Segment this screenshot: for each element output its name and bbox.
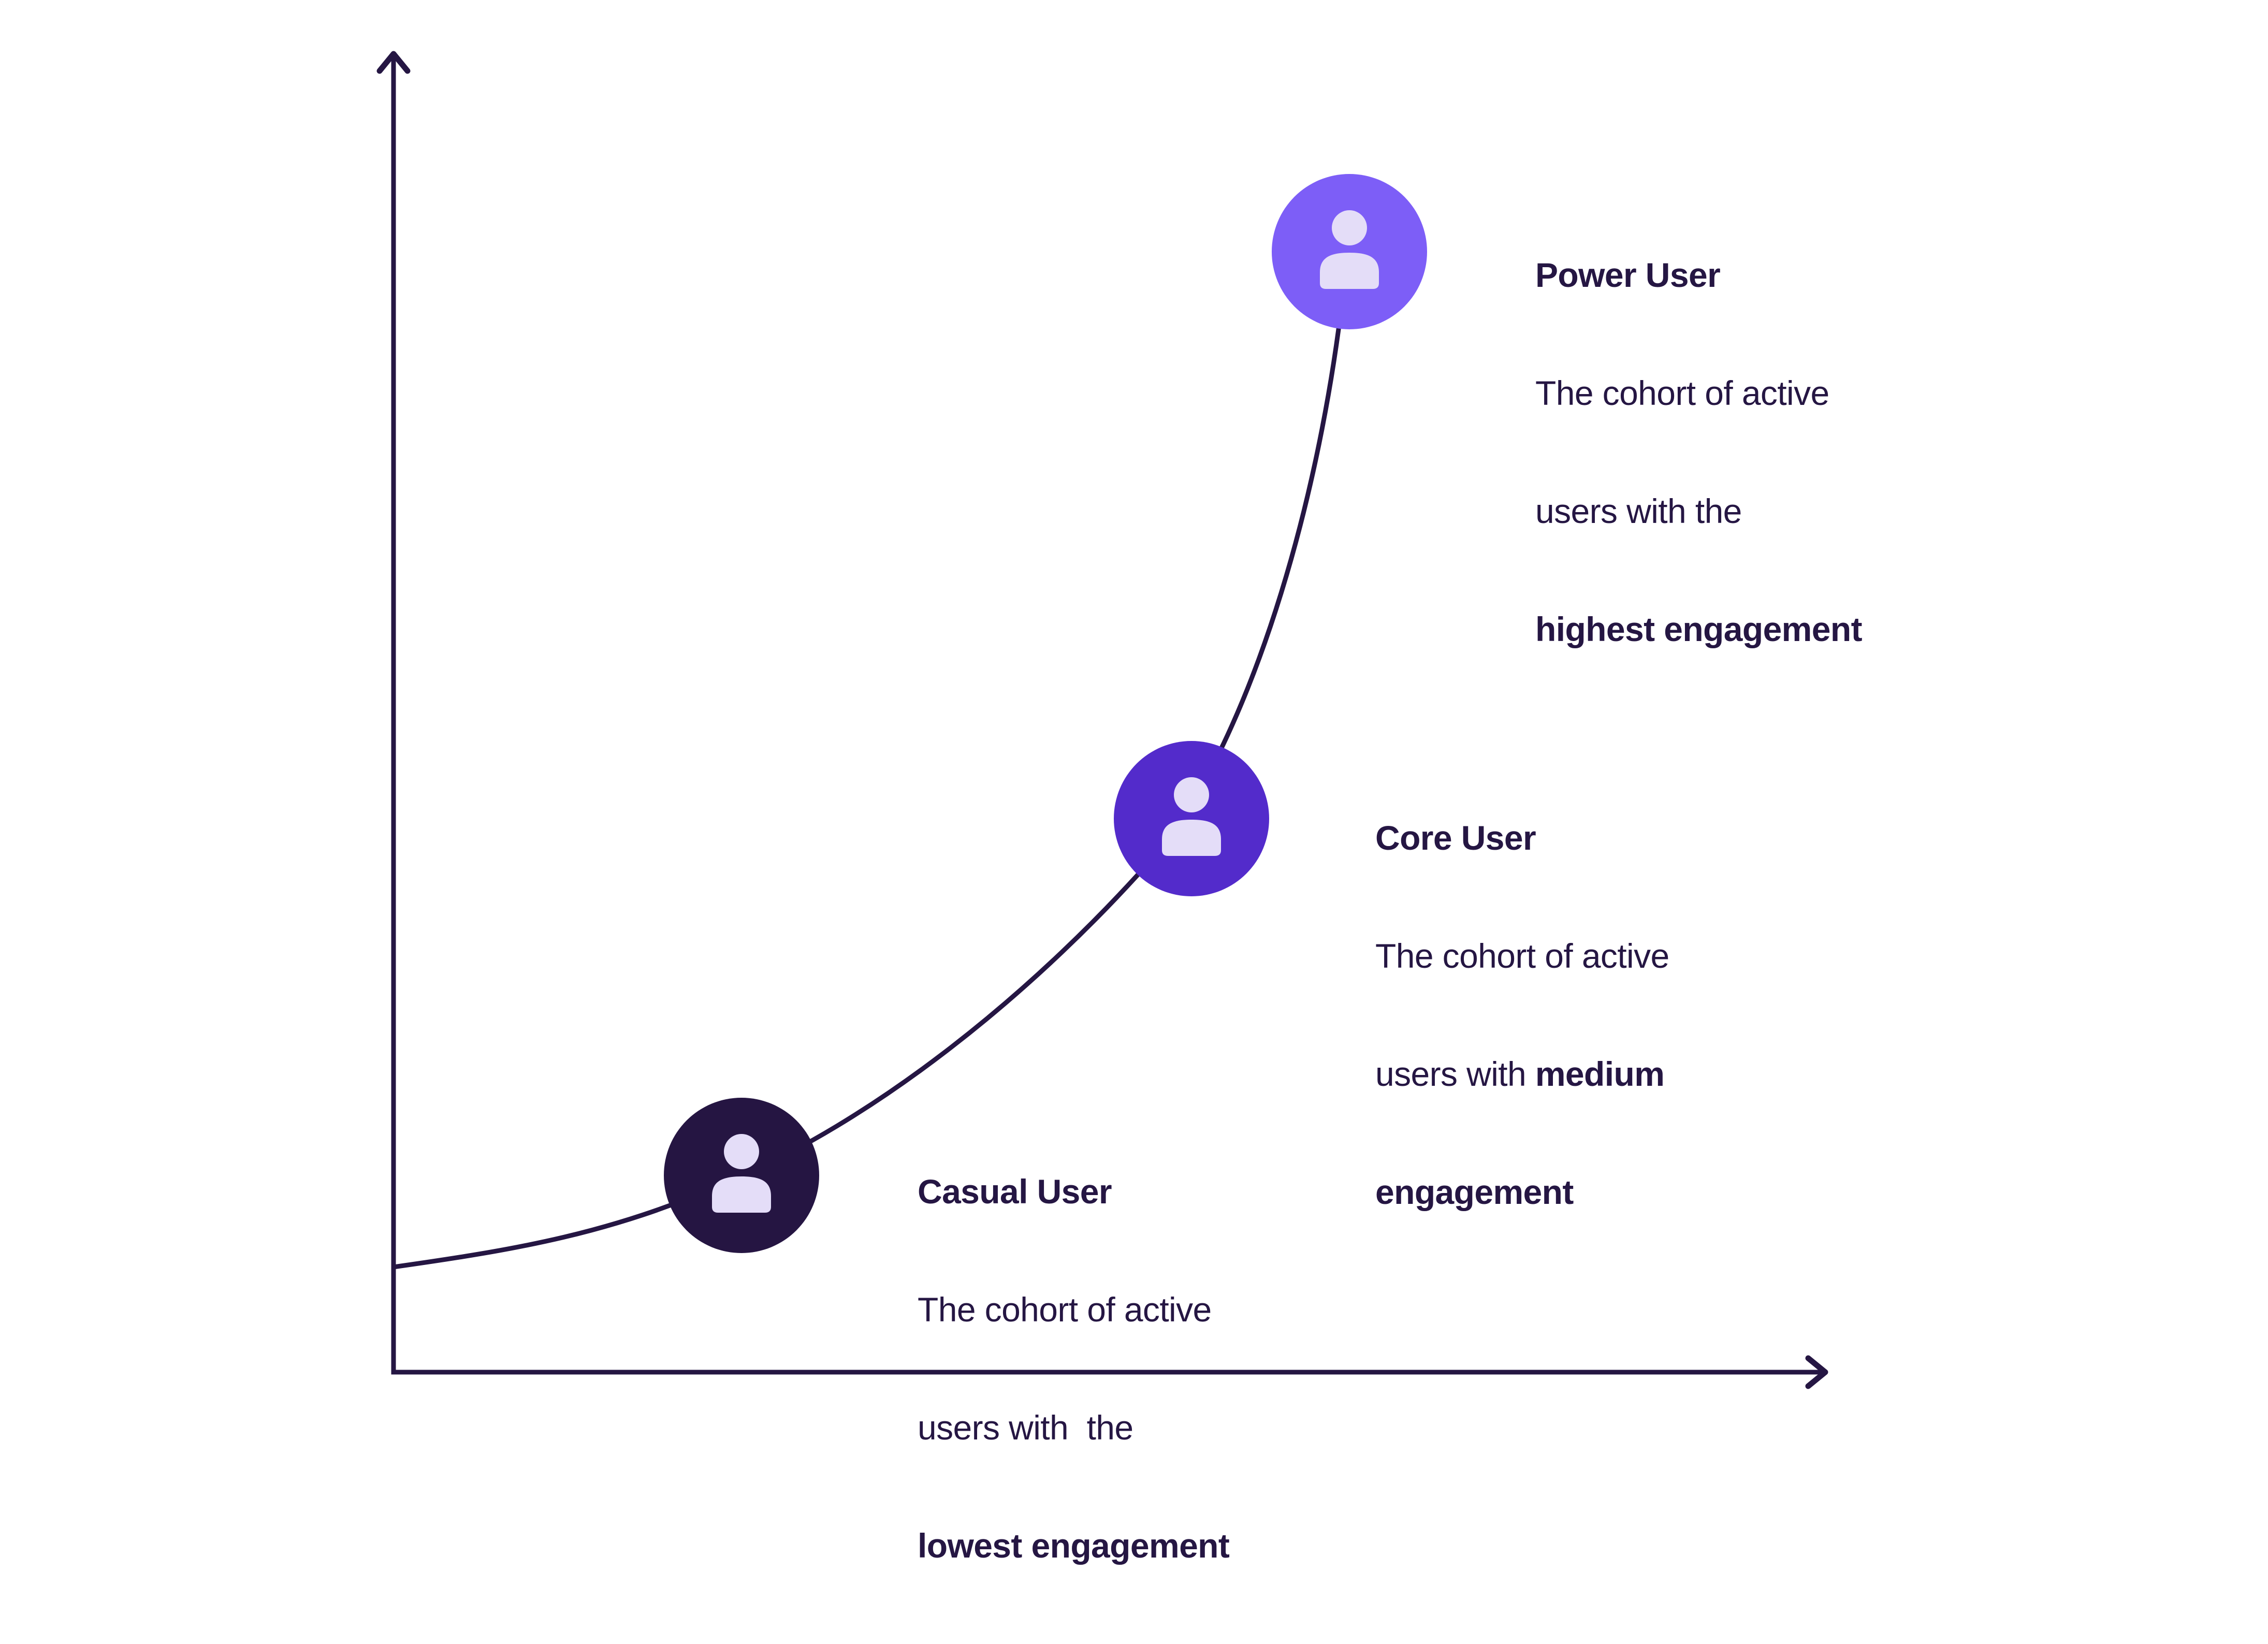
core-user-label: Core User The cohort of active users wit… [1375, 739, 1669, 1290]
casual-user-avatar [664, 1098, 819, 1253]
label-line: The cohort of active [1535, 373, 1862, 413]
core-user-title: Core User [1375, 819, 1536, 857]
label-line: highest engagement [1535, 610, 1863, 648]
label-line: engagement [1375, 1173, 1574, 1211]
arrow-right-icon [1805, 1355, 1828, 1389]
label-text-bold: medium [1535, 1055, 1665, 1093]
label-text-regular: The cohort of active [1535, 374, 1829, 412]
label-text-regular: users with [1375, 1055, 1535, 1093]
label-line: The cohort of active [918, 1290, 1229, 1329]
user-icon [1320, 210, 1379, 289]
core-user-avatar [1114, 741, 1269, 896]
power-user-circle [1272, 174, 1427, 329]
casual-user-label: Casual User The cohort of active users w… [918, 1093, 1230, 1644]
user-icon-head [724, 1134, 759, 1169]
label-text-regular: The cohort of active [1375, 937, 1669, 975]
label-text-regular: The cohort of active [918, 1290, 1212, 1329]
core-user-circle [1114, 741, 1269, 896]
power-user-avatar [1272, 174, 1427, 329]
axes [376, 51, 1828, 1389]
casual-user-title: Casual User [918, 1172, 1112, 1211]
label-text-regular: users with the [1535, 492, 1742, 530]
casual-user-circle [664, 1098, 819, 1253]
user-icon [712, 1134, 771, 1213]
power-user-title: Power User [1535, 256, 1721, 294]
diagram-canvas [376, 51, 1828, 1389]
user-icon-body [712, 1176, 771, 1213]
engagement-curve-diagram: Power User The cohort of active users wi… [376, 51, 1863, 1565]
axis-lines [391, 55, 1821, 1375]
label-text-regular: users with the [918, 1408, 1133, 1447]
power-user-label: Power User The cohort of active users wi… [1535, 177, 1863, 728]
engagement-curve [391, 249, 1350, 1270]
arrow-up-icon [376, 51, 411, 74]
user-icon-head [1332, 210, 1367, 245]
user-icon-head [1174, 777, 1209, 812]
user-icon-body [1162, 820, 1221, 856]
user-icon-body [1320, 253, 1379, 289]
label-line: users with the [918, 1408, 1229, 1447]
label-line: users with the [1535, 491, 1862, 531]
label-line: users with medium [1375, 1054, 1669, 1094]
label-line: lowest engagement [918, 1526, 1230, 1565]
label-line: The cohort of active [1375, 936, 1669, 976]
user-icon [1162, 777, 1221, 856]
